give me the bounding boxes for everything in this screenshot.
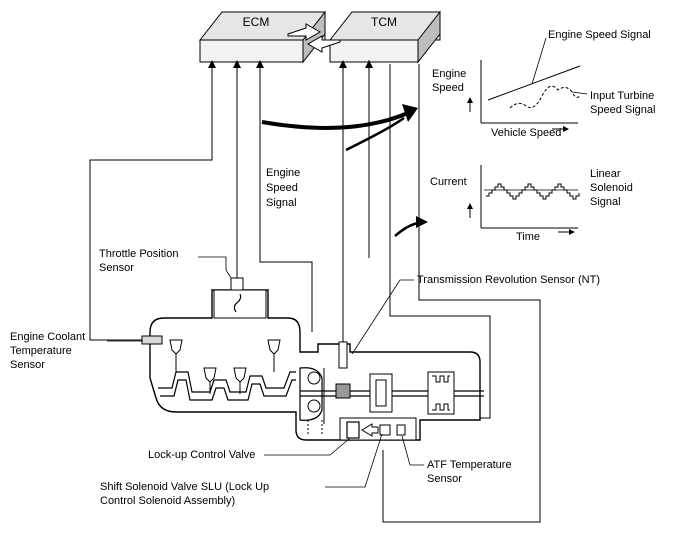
engine-coolant-temperature-sensor-label: Engine Coolant Temperature Sensor: [10, 331, 88, 371]
output-arrows: [261, 104, 428, 237]
shift-solenoid-slu-body: [379, 424, 391, 436]
ecm-tcm-communication-arrows: [287, 23, 341, 53]
ecm-module: ECM: [198, 10, 326, 64]
engine-speed-signal-label-mid: Engine Speed Signal: [266, 167, 303, 209]
engine-coolant-sensor-body: [141, 335, 163, 345]
input-turbine-speed-label: Input Turbine Speed Signal: [590, 90, 657, 116]
lockup-control-valve-label: Lock-up Control Valve: [148, 449, 255, 461]
engine-speed-signal-label: Engine Speed Signal: [548, 29, 651, 41]
throttle-position-sensor-body: [230, 277, 244, 291]
transmission-revolution-sensor-label: Transmission Revolution Sensor (NT): [417, 274, 600, 286]
throttle-position-sensor-label: Throttle Position Sensor: [99, 248, 182, 274]
graph-current-xlabel: Time: [516, 231, 540, 243]
engine-speed-signal-line: [487, 65, 581, 101]
graph-engine-speed: Engine Speed Vehicle Speed Engine Speed …: [432, 29, 657, 139]
lockup-control-valve-body: [346, 421, 360, 439]
graph-current-ylabel: Current: [430, 176, 467, 188]
graph-engine-speed-ylabel: Engine Speed: [432, 68, 469, 94]
linear-solenoid-signal-label: Linear Solenoid Signal: [590, 168, 636, 208]
transmission-assembly: [299, 341, 484, 441]
leader-lines: [107, 256, 424, 488]
solenoid-current-waveform: [486, 183, 580, 200]
engine-valve-body: [141, 277, 481, 441]
transmission-revolution-sensor-body: [338, 341, 348, 369]
graph-engine-speed-xlabel: Vehicle Speed: [491, 127, 561, 139]
tcm-label: TCM: [371, 15, 397, 29]
graph-linear-solenoid-current: Current Time Linear Solenoid Signal: [430, 165, 636, 243]
tcm-module: TCM: [328, 10, 441, 64]
atf-temperature-sensor-label: ATF Temperature Sensor: [427, 459, 515, 485]
shift-solenoid-valve-slu-label: Shift Solenoid Valve SLU (Lock Up Contro…: [100, 481, 272, 507]
input-turbine-speed-line: [509, 85, 581, 109]
atf-temperature-sensor-body: [396, 424, 406, 436]
ecm-label: ECM: [243, 15, 270, 29]
